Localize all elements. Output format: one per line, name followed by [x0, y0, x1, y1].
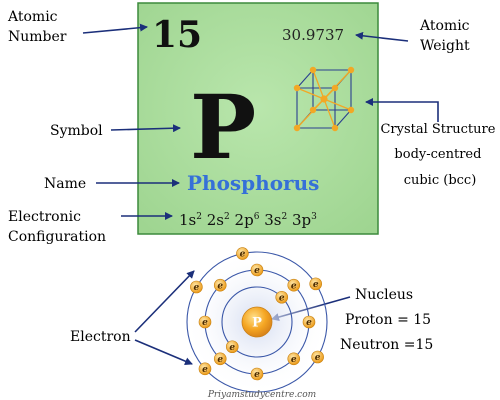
electronic-configuration-label: Electronic Configuration [8, 209, 106, 245]
electron-symbol: e [202, 318, 208, 328]
electron: e [213, 352, 227, 366]
electron: e [190, 280, 203, 294]
electron-shell [186, 251, 328, 393]
electron-symbol: e [315, 353, 321, 363]
crystal-atom [309, 66, 317, 74]
crystal-atom [347, 66, 355, 74]
watermark: Priyamstudycentre.com [207, 390, 316, 400]
config-exponent: 2 [224, 212, 230, 222]
neutron-count-label: Neutron =15 [340, 337, 433, 353]
electron: e [302, 315, 316, 329]
electron-symbol: e [194, 283, 200, 293]
crystal-bond [312, 69, 325, 100]
electron: e [311, 350, 324, 364]
electron: e [250, 367, 264, 381]
electron: e [236, 247, 249, 260]
nucleus: P [241, 306, 273, 338]
bcc-crystal-icon [293, 66, 355, 132]
electron: e [250, 263, 264, 277]
arrow-electron-upper [134, 270, 195, 333]
config-exponent: 2 [196, 212, 202, 222]
crystal-structure-label: Crystal Structure body-centred cubic (bc… [380, 122, 499, 188]
electron-symbol: e [217, 355, 223, 365]
element-name: Phosphorus [187, 171, 319, 195]
crystal-atom [331, 84, 339, 92]
crystal-center-atom [320, 95, 328, 103]
config-term: 3p [292, 211, 311, 229]
electron: e [287, 352, 301, 366]
crystal-edge [296, 69, 314, 89]
arrow-symbol [110, 124, 181, 133]
electron-symbol: e [279, 293, 285, 303]
atomic-number-value: 15 [152, 14, 202, 56]
electron: e [198, 362, 212, 376]
crystal-atom [293, 124, 301, 132]
arrow-crystal-structure [365, 98, 439, 122]
electron-symbol: e [240, 250, 246, 260]
element-symbol: P [190, 75, 256, 179]
arrow-electron-lower [134, 339, 193, 365]
electron-symbol: e [202, 365, 208, 375]
electron: e [275, 290, 289, 304]
symbol-label: Symbol [50, 123, 103, 139]
crystal-bond [323, 98, 352, 111]
config-exponent: 6 [254, 212, 260, 222]
crystal-edge [334, 109, 352, 129]
crystal-atom [331, 124, 339, 132]
electron: e [225, 340, 239, 354]
electron: e [287, 278, 301, 292]
config-term: 1s [179, 211, 196, 229]
electronic-configuration-value: 1s2 2s2 2p6 3s2 3p3 [179, 211, 317, 229]
crystal-bond [296, 87, 325, 100]
electron-symbol: e [291, 355, 297, 365]
electron-symbol: e [291, 281, 297, 291]
crystal-atom [293, 84, 301, 92]
nucleus-label: Nucleus [355, 287, 413, 303]
electron: e [213, 278, 227, 292]
nucleus-symbol: P [252, 316, 262, 331]
electron-symbol: e [229, 343, 235, 353]
electron-symbol: e [254, 370, 260, 380]
electron-symbol: e [313, 280, 319, 290]
arrow-atomic-number [82, 23, 148, 34]
atomic-weight-label: Atomic Weight [419, 18, 474, 54]
crystal-atom [347, 106, 355, 114]
electron-symbol: e [306, 318, 312, 328]
config-exponent: 3 [311, 212, 317, 222]
config-exponent: 2 [281, 212, 287, 222]
arrow-atomic-weight [355, 31, 409, 42]
electron-symbol: e [217, 281, 223, 291]
electron-shell [221, 286, 293, 358]
crystal-bond [323, 98, 336, 129]
electron: e [309, 277, 323, 291]
atomic-weight-value: 30.9737 [282, 26, 344, 44]
crystal-bond [323, 69, 352, 100]
electron-label: Electron [70, 329, 131, 345]
config-term: 2s [207, 211, 224, 229]
atomic-number-label: Atomic Number [7, 9, 67, 45]
electron-symbol: e [254, 266, 260, 276]
name-label: Name [44, 176, 86, 192]
config-term: 2p [235, 211, 254, 229]
config-term: 3s [264, 211, 281, 229]
element-tile [137, 2, 379, 235]
electron: e [198, 315, 212, 329]
proton-count-label: Proton = 15 [345, 312, 431, 328]
crystal-atom [309, 106, 317, 114]
